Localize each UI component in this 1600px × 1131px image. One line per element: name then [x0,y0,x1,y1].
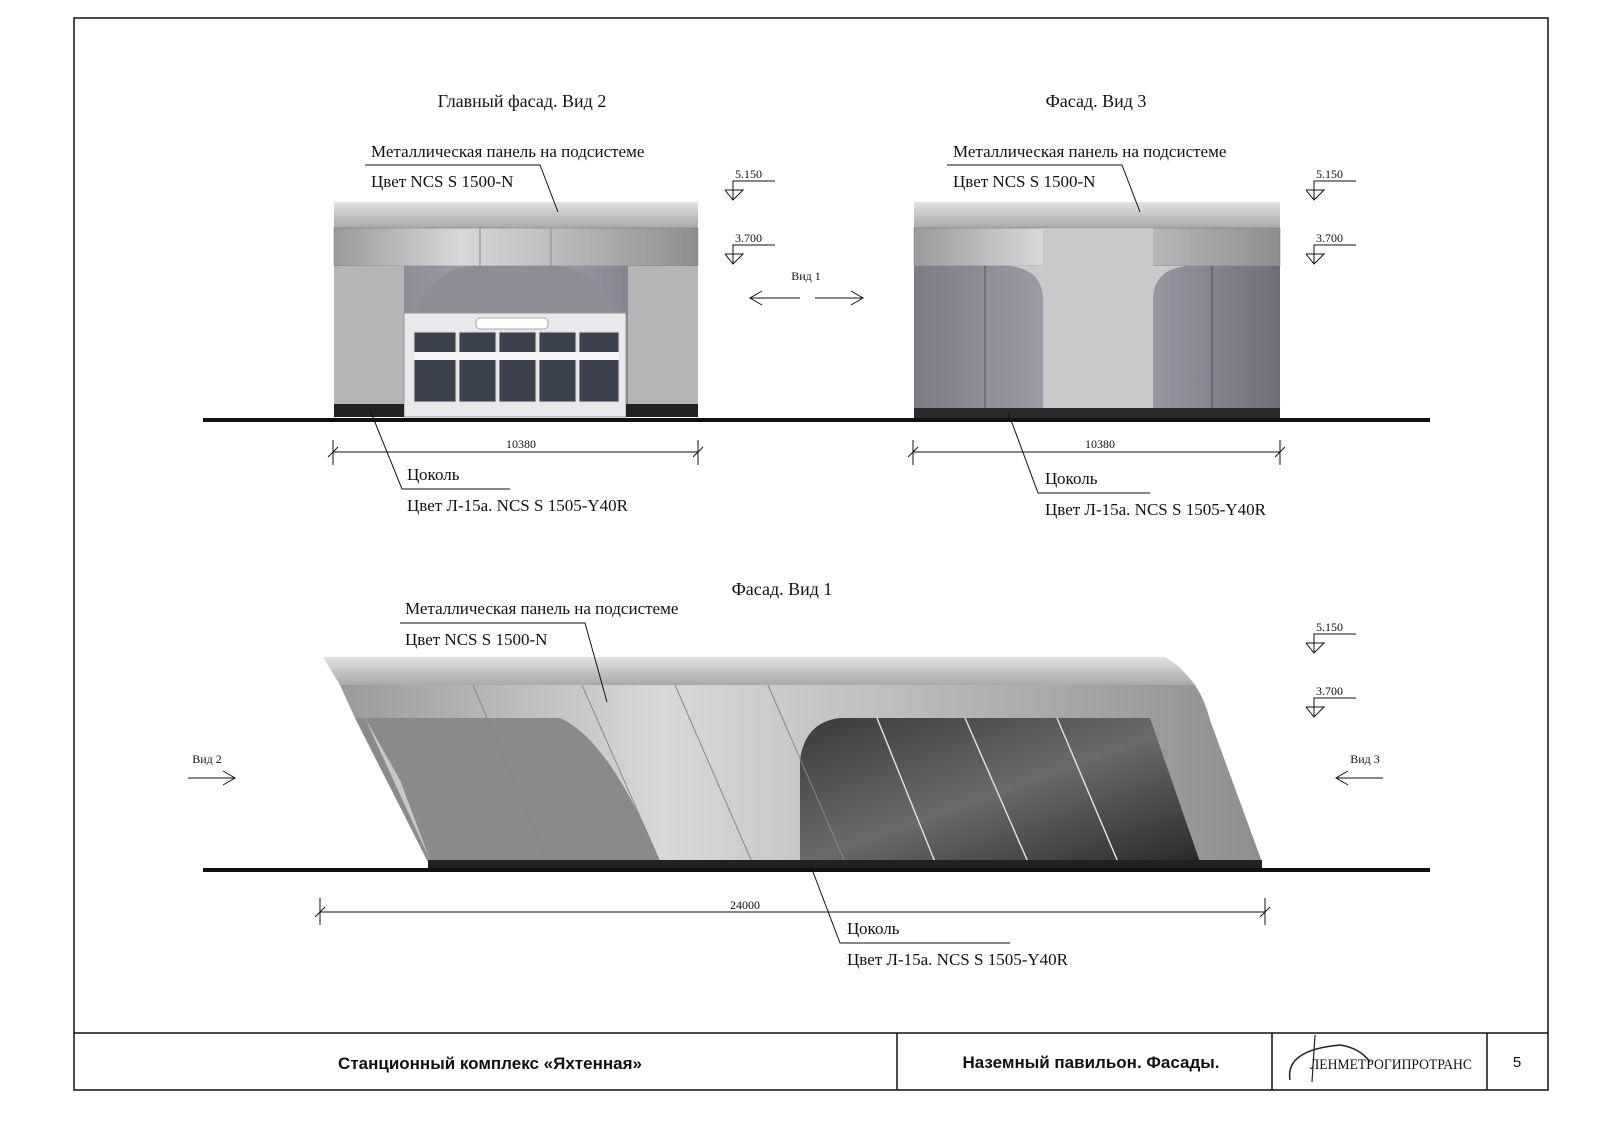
dimension-line: 24000 [314,898,1271,925]
facade-view2: Главный фасад. Вид 2 Металлическая панел… [327,91,775,515]
level-value: 5.150 [1316,620,1343,634]
level-marker-mid: 3.700 [724,231,775,265]
company-logo-text: ЛЕНМЕТРОГИПРОТРАНС [1310,1057,1472,1073]
panel-label: Металлическая панель на подсистеме [371,142,644,161]
view1-marker: Вид 1 [749,269,864,306]
plinth-color-label: Цвет Л-15а. NCS S 1505-Y40R [407,496,629,515]
dimension-line: 10380 [907,437,1286,465]
panel-label: Металлическая панель на подсистеме [953,142,1226,161]
plinth-color-label: Цвет Л-15а. NCS S 1505-Y40R [1045,500,1267,519]
facade-view1: Фасад. Вид 1 Металлическая панель на под… [314,579,1356,969]
plinth-label: Цоколь [1045,469,1098,488]
view3-marker: Вид 3 [1335,752,1383,786]
cornice [334,202,698,228]
view-label: Вид 3 [1350,752,1380,766]
sheet-frame [73,17,1549,1091]
level-marker-top: 5.150 [1305,620,1356,654]
level-marker-mid: 3.700 [1305,684,1356,718]
glazing [800,718,1200,862]
level-marker-mid: 3.700 [1305,231,1356,265]
facade-view2-title: Главный фасад. Вид 2 [438,91,607,111]
level-marker-top: 5.150 [1305,167,1356,201]
leader-line [365,164,559,213]
company-logo: ЛЕНМЕТРОГИПРОТРАНС [1288,1034,1472,1083]
level-value: 5.150 [1316,167,1343,181]
panel-color-label: Цвет NCS S 1500-N [953,172,1095,191]
panel-color-label: Цвет NCS S 1500-N [371,172,513,191]
level-marker-top: 5.150 [724,167,775,201]
fascia-band [333,227,699,267]
level-value: 3.700 [735,231,762,245]
title-block: Станционный комплекс «Яхтенная» Наземный… [74,1032,1548,1090]
view-label: Вид 1 [791,269,821,283]
dimension-value: 24000 [730,898,760,912]
plinth-label: Цоколь [847,919,900,938]
panel-color-label: Цвет NCS S 1500-N [405,630,547,649]
leader-line [809,863,1010,944]
view-label: Вид 2 [192,752,222,766]
level-value: 3.700 [1316,684,1343,698]
facade-view3: Фасад. Вид 3 Металлическая панель на под… [907,91,1356,519]
dimension-value: 10380 [506,437,536,451]
dimension-line: 10380 [327,437,704,465]
leader-line [369,409,510,490]
view2-marker: Вид 2 [188,752,236,786]
facade-view1-title: Фасад. Вид 1 [732,579,833,599]
dimension-value: 10380 [1085,437,1115,451]
sheet-title: Наземный павильон. Фасады. [962,1053,1219,1072]
leader-line [400,622,608,703]
plinth-color-label: Цвет Л-15а. NCS S 1505-Y40R [847,950,1069,969]
level-value: 5.150 [735,167,762,181]
cornice [323,657,1195,685]
leader-line [1007,411,1150,494]
level-value: 3.700 [1316,231,1343,245]
page-number: 5 [1513,1054,1521,1071]
project-name: Станционный комплекс «Яхтенная» [338,1054,642,1073]
panel-label: Металлическая панель на подсистеме [405,599,678,618]
facade-view3-title: Фасад. Вид 3 [1046,91,1147,111]
plinth-label: Цоколь [407,465,460,484]
leader-line [947,164,1141,213]
